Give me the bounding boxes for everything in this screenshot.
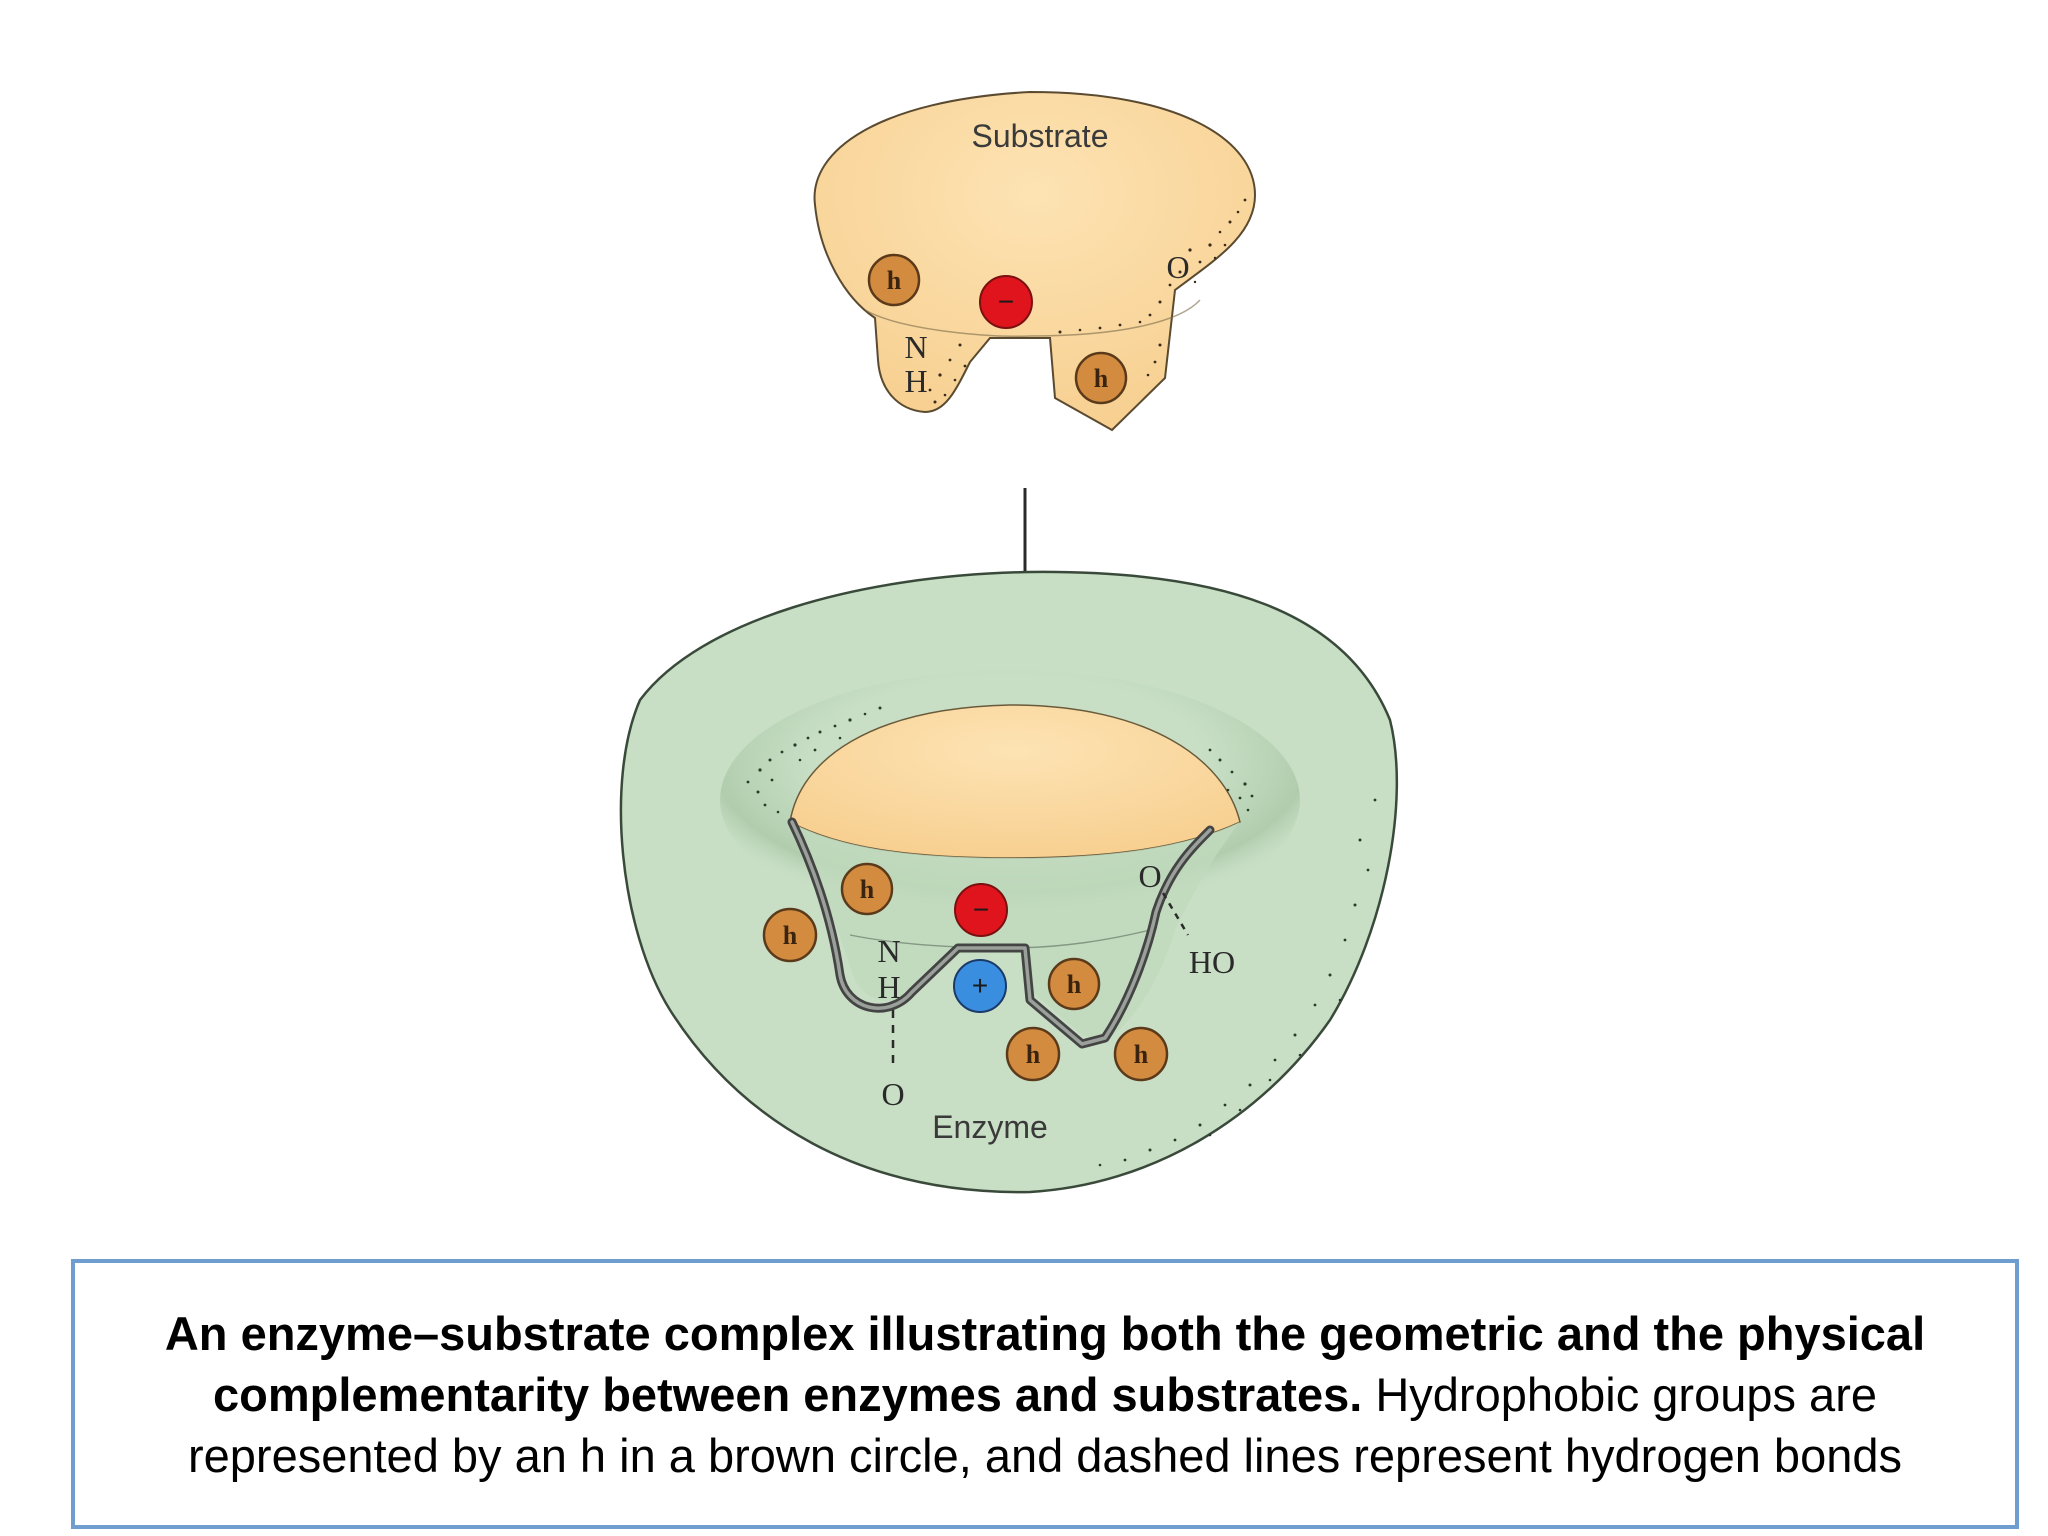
enzyme-stipple [746, 706, 1377, 1167]
caption-box: An enzyme–substrate complex illustrating… [71, 1259, 2019, 1529]
enzyme-n-label: N [877, 933, 900, 969]
caption-text: An enzyme–substrate complex illustrating… [115, 1303, 1975, 1486]
bound-hydrophobic-group: h [840, 862, 894, 916]
enzyme-hydrophobic-group: h [1113, 1026, 1169, 1082]
h-label: h [860, 875, 875, 904]
caption-bold: An enzyme–substrate complex illustrating… [164, 1306, 1926, 1421]
enzyme-molecule: Enzyme N H O O HO h h − + h h [619, 570, 1399, 1194]
substrate-hydrophobic-group: h [867, 253, 921, 307]
bound-negative-charge: − [954, 883, 1008, 937]
substrate-o-label: O [1166, 249, 1189, 285]
enzyme-o-top-label: O [1138, 858, 1161, 894]
bound-hydrophobic-group: h [1047, 957, 1101, 1011]
enzyme-label: Enzyme [932, 1109, 1048, 1145]
substrate-body [813, 90, 1257, 432]
substrate-molecule: Substrate h − h N H O [813, 90, 1257, 432]
enzyme-ho-label: HO [1189, 944, 1235, 980]
enzyme-o-bottom-label: O [881, 1076, 904, 1112]
substrate-negative-charge: − [979, 275, 1033, 329]
h-label: h [1067, 970, 1082, 999]
substrate-h-label: H [904, 363, 927, 399]
h-label: h [1094, 364, 1109, 393]
h-label: h [887, 266, 902, 295]
contact-surface-inner [790, 820, 1212, 1046]
h-label: h [1134, 1040, 1149, 1069]
substrate-hydrophobic-group: h [1074, 351, 1128, 405]
hydrogen-bond-line [1161, 892, 1190, 936]
bound-substrate [789, 704, 1241, 859]
caption-normal: Hydrophobic groups are represented by an… [188, 1367, 1902, 1482]
enzyme-hydrophobic-group: h [762, 907, 818, 963]
substrate-rim [864, 299, 1201, 338]
positive-sign: + [972, 970, 988, 1001]
substrate-stipple [928, 198, 1247, 404]
enzyme-h-label: H [877, 969, 900, 1005]
negative-sign: − [998, 286, 1014, 317]
enzyme-hydrophobic-group: h [1005, 1026, 1061, 1082]
substrate-n-label: N [904, 329, 927, 365]
enzyme-substrate-diagram: Substrate h − h N H O [619, 90, 1399, 1194]
enzyme-positive-charge: + [953, 959, 1007, 1013]
h-label: h [1026, 1040, 1041, 1069]
substrate-label: Substrate [972, 118, 1109, 154]
h-label: h [783, 921, 798, 950]
negative-sign: − [973, 894, 989, 925]
